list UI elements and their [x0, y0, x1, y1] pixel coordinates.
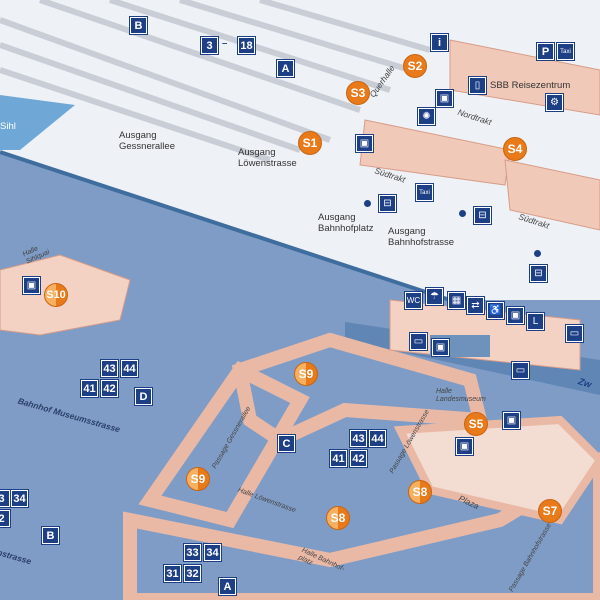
assistance-icon: ♿: [486, 301, 505, 320]
station-s8[interactable]: S8: [408, 480, 432, 504]
ticket-icon: ▯: [468, 76, 487, 95]
station-s4[interactable]: S4: [503, 137, 527, 161]
atm-icon: ▣: [435, 89, 454, 108]
station-s1[interactable]: S1: [298, 131, 322, 155]
atm-icon: ▣: [22, 276, 41, 295]
stop-dot: [534, 250, 541, 257]
stop-dot: [364, 200, 371, 207]
river-label: Sihl: [0, 121, 16, 132]
station-s5[interactable]: S5: [464, 412, 488, 436]
track-sign: 3: [0, 489, 11, 508]
track-sign: 3: [200, 36, 219, 55]
station-s2[interactable]: S2: [403, 54, 427, 78]
lockers-icon: L: [526, 312, 545, 331]
sector-a-sign: A: [218, 577, 237, 596]
atm-icon: ▣: [355, 134, 374, 153]
track-34-sign: 34: [10, 489, 29, 508]
track-41-sign: 41: [329, 449, 348, 468]
service-icon: ⚙: [545, 93, 564, 112]
meeting-point-icon: ✺: [417, 107, 436, 126]
station-s3[interactable]: S3: [346, 81, 370, 105]
info-icon[interactable]: i: [430, 33, 449, 52]
track-32-sign: 32: [183, 564, 202, 583]
station-s9[interactable]: S9: [186, 467, 210, 491]
atm-icon: ▣: [431, 338, 450, 357]
taxi-icon[interactable]: Taxi: [556, 42, 575, 61]
sector-b-sign: B: [41, 526, 60, 545]
track-sign: 18: [237, 36, 256, 55]
track-41-sign: 41: [80, 379, 99, 398]
track-44-sign: 44: [368, 429, 387, 448]
track-43-sign: 43: [349, 429, 368, 448]
track-42-sign: 42: [100, 379, 119, 398]
parking-icon[interactable]: P: [536, 42, 555, 61]
bus-icon: ⊟: [473, 206, 492, 225]
sector-b-sign: B: [129, 16, 148, 35]
bus-icon: ⊟: [529, 264, 548, 283]
reisezentrum-label: SBB Reisezentrum: [490, 80, 571, 91]
sector-d-sign: D: [134, 387, 153, 406]
tram-icon: ⊟: [378, 194, 397, 213]
track-43-sign: 43: [100, 359, 119, 378]
track-33-sign: 33: [183, 543, 202, 562]
range-dash: –: [222, 38, 228, 49]
sihl-river: [0, 95, 75, 150]
stop-dot: [459, 210, 466, 217]
atm-icon: ▣: [506, 306, 525, 325]
sector-c-sign: C: [277, 434, 296, 453]
station-s10[interactable]: S10: [44, 283, 68, 307]
shower-icon: ☂: [425, 287, 444, 306]
sector-a-sign: A: [276, 59, 295, 78]
track-sign: 2: [0, 509, 11, 528]
luggage-icon: ▦: [447, 291, 466, 310]
shop-icon: ▭: [409, 332, 428, 351]
station-s9[interactable]: S9: [294, 362, 318, 386]
track-31-sign: 31: [163, 564, 182, 583]
shop-icon: ▭: [511, 361, 530, 380]
station-s7[interactable]: S7: [538, 499, 562, 523]
lost-found-icon: ⇄: [466, 296, 485, 315]
shop-icon: ▭: [565, 324, 584, 343]
track-42-sign: 42: [349, 449, 368, 468]
station-s8[interactable]: S8: [326, 506, 350, 530]
wc-icon: WC: [404, 291, 423, 310]
track-44-sign: 44: [120, 359, 139, 378]
track-34-sign: 34: [203, 543, 222, 562]
halle-landesmuseum-label: Halle Landesmuseum: [436, 388, 486, 403]
taxi-icon: Taxi: [415, 183, 434, 202]
atm-icon: ▣: [455, 437, 474, 456]
atm-icon: ▣: [502, 411, 521, 430]
